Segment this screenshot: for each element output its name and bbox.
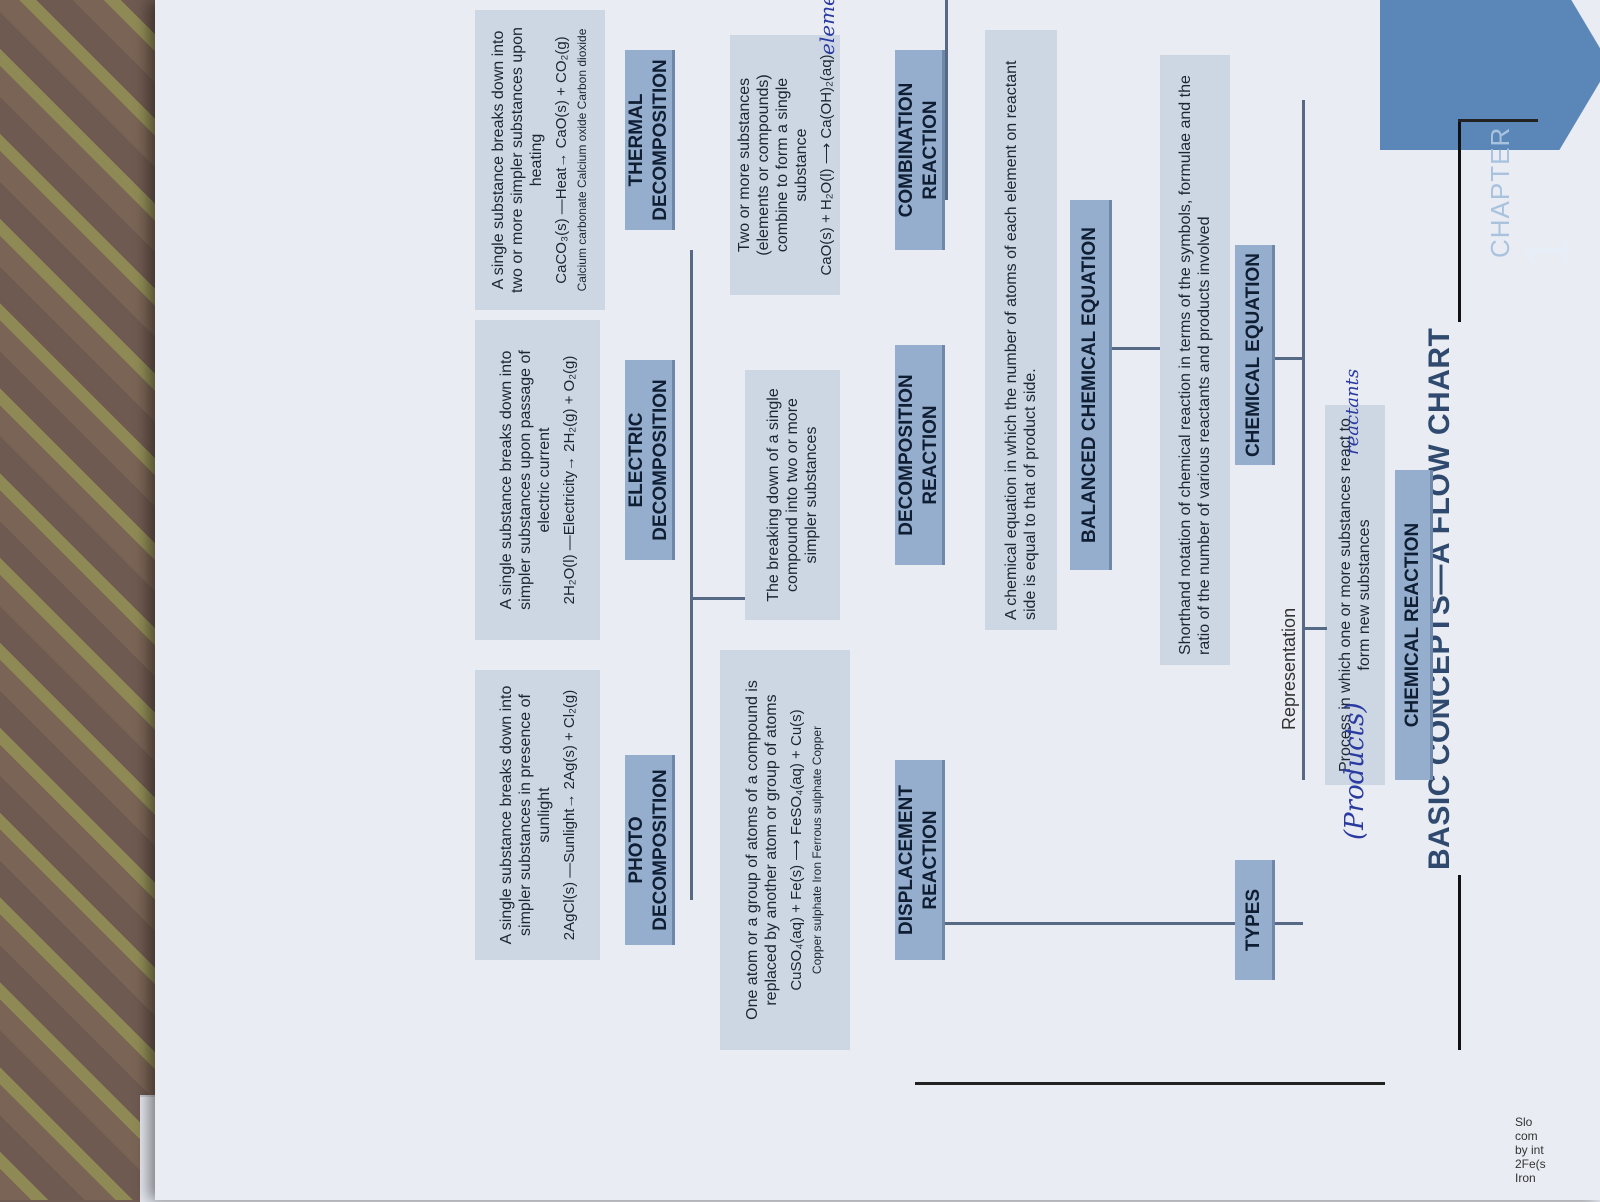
thermal-decomposition-names: Calcium carbonate Calcium oxide Carbon d… — [574, 28, 589, 292]
displacement-reaction-description: One atom or a group of atoms of a compou… — [720, 650, 850, 1050]
connector-trunk-to-equation — [1275, 357, 1303, 360]
connector-decomposition-stem — [690, 597, 745, 600]
displacement-reaction-text: One atom or a group of atoms of a compou… — [744, 680, 780, 1020]
decomposition-reaction-description: The breaking down of a single compound i… — [745, 370, 840, 620]
next-page-line-4: 2Fe(s — [1515, 1157, 1546, 1171]
next-page-line-2: com — [1515, 1129, 1538, 1143]
electric-decomposition-text: A single substance breaks down into simp… — [497, 350, 553, 610]
electric-decomposition-equation: 2H₂O(l) —Electricity→ 2H₂(g) + O₂(g) — [560, 355, 578, 605]
page-fold-edge — [915, 1082, 1385, 1085]
combination-reaction-description: Two or more substances (elements or comp… — [730, 35, 840, 295]
connector-trunk-to-types — [1275, 922, 1303, 925]
chapter-number: 1 — [1511, 234, 1583, 270]
next-page-fragment: Slo com by int 2Fe(s Iron — [1515, 1115, 1595, 1185]
title-rule-drop — [1458, 119, 1538, 122]
thermal-decomposition-description: A single substance breaks down into two … — [475, 10, 605, 310]
connector-reaction-to-trunk — [1305, 627, 1327, 630]
connector-decomposition-bar — [690, 250, 693, 900]
handwritten-elements-note: elemes — [815, 0, 839, 55]
title-rule-left — [1458, 875, 1461, 1050]
chemical-equation-description: Shorthand notation of chemical reaction … — [1160, 55, 1230, 665]
connector-equation-to-balanced — [1112, 347, 1160, 350]
balanced-chemical-equation-heading: BALANCED CHEMICAL EQUATION — [1070, 200, 1112, 570]
types-heading: TYPES — [1235, 860, 1275, 980]
displacement-reaction-heading: DISPLACEMENT REACTION — [895, 760, 945, 960]
chemical-equation-heading: CHEMICAL EQUATION — [1235, 245, 1275, 465]
electric-decomposition-description: A single substance breaks down into simp… — [475, 320, 600, 640]
next-page-line-5: Iron — [1515, 1171, 1536, 1185]
balanced-chemical-equation-description: A chemical equation in which the number … — [985, 30, 1057, 630]
representation-label: Representation — [1279, 607, 1299, 730]
electric-decomposition-heading: ELECTRIC DECOMPOSITION — [625, 360, 675, 560]
combination-reaction-text: Two or more substances (elements or comp… — [735, 74, 810, 256]
chemical-reaction-heading: CHEMICAL REACTION — [1395, 470, 1433, 780]
handwritten-reactants-note: reactants — [1342, 368, 1363, 455]
combination-reaction-heading: COMBINATION REACTION — [895, 50, 945, 250]
handwritten-products-note: (Products) — [1340, 702, 1370, 840]
displacement-reaction-equation: CuSO₄(aq) + Fe(s) ⟶ FeSO₄(aq) + Cu(s) — [788, 709, 805, 991]
photo-decomposition-text: A single substance breaks down into simp… — [497, 685, 553, 945]
thermal-decomposition-heading: THERMAL DECOMPOSITION — [625, 50, 675, 230]
connector-types-upper-bar — [945, 0, 948, 200]
photo-decomposition-equation: 2AgCl(s) —Sunlight→ 2Ag(s) + Cl₂(g) — [560, 689, 578, 941]
thermal-decomposition-text: A single substance breaks down into two … — [489, 27, 545, 293]
photo-decomposition-description: A single substance breaks down into simp… — [475, 670, 600, 960]
next-page-line-3: by int — [1515, 1143, 1544, 1157]
next-page-line-1: Slo — [1515, 1115, 1533, 1129]
flow-chart-canvas: CHAPTER 1 BASIC CONCEPTS—A FLOW CHART CH… — [155, 0, 1600, 1200]
thermal-decomposition-equation: CaCO₃(s) —Heat→ CaO(s) + CO₂(g) — [552, 36, 570, 284]
decomposition-reaction-heading: DECOMPOSITION REACTION — [895, 345, 945, 565]
combination-reaction-equation: CaO(s) + H₂O(l) ⟶ Ca(OH)₂(aq) — [817, 54, 835, 276]
photo-decomposition-heading: PHOTO DECOMPOSITION — [625, 755, 675, 945]
displacement-reaction-names: Copper sulphate Iron Ferrous sulphate Co… — [810, 725, 824, 975]
connector-main-trunk — [1302, 100, 1305, 780]
title-rule-right — [1458, 122, 1461, 322]
connector-types-spine — [945, 922, 1235, 925]
